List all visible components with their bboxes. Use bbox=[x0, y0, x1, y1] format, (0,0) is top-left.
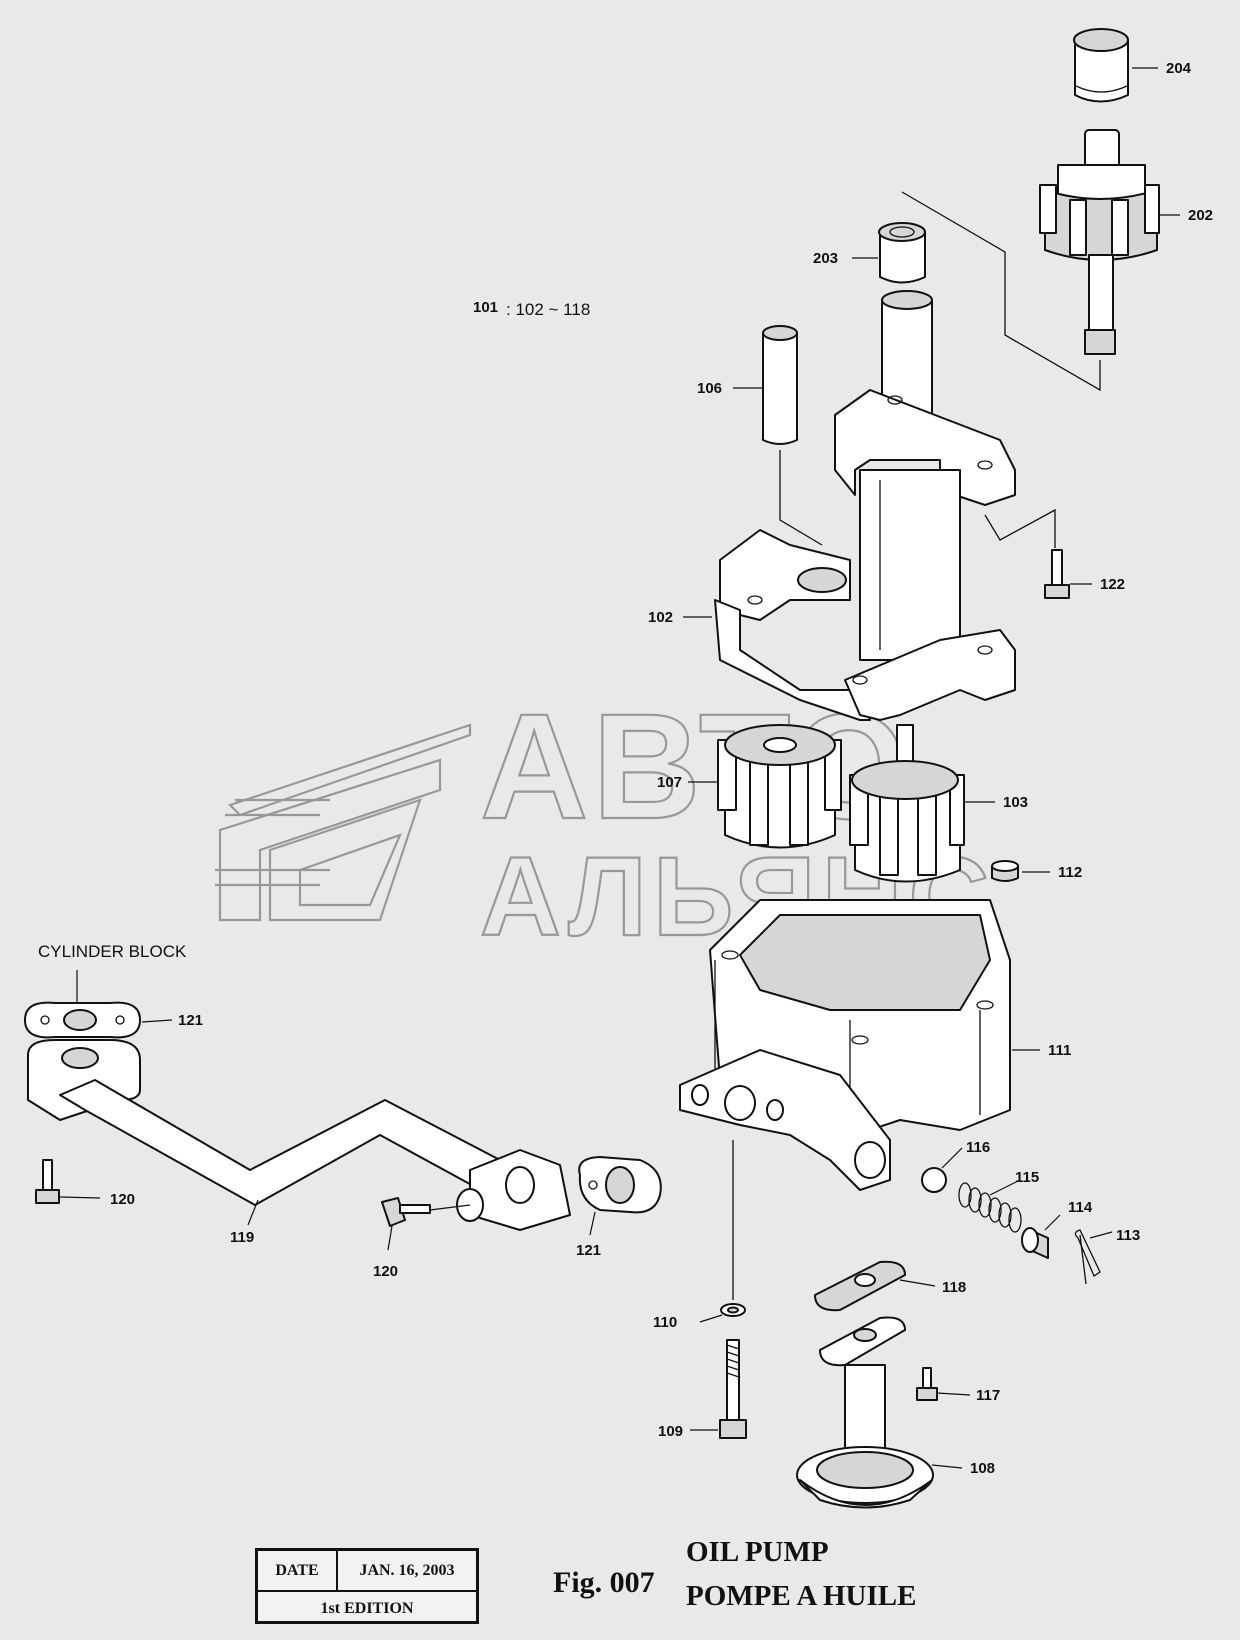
callout-119: 119 bbox=[230, 1229, 254, 1246]
external-label-cylinder-block: CYLINDER BLOCK bbox=[38, 942, 187, 961]
part-119-oil-pipe bbox=[27, 1039, 571, 1231]
callout-103: 103 bbox=[1003, 794, 1028, 811]
assembly-note-range: : 102 ~ 118 bbox=[506, 300, 590, 319]
part-204-sleeve bbox=[1073, 28, 1129, 103]
part-122-bolt bbox=[1044, 549, 1070, 599]
part-203-bushing bbox=[878, 222, 926, 284]
callout-118: 118 bbox=[942, 1279, 966, 1296]
callout-122: 122 bbox=[1100, 576, 1125, 593]
callout-111: 111 bbox=[1048, 1042, 1071, 1059]
part-103-drive-gear bbox=[849, 724, 965, 883]
assembly-note-part: 101 bbox=[473, 299, 498, 316]
callout-116: 116 bbox=[966, 1139, 990, 1156]
callout-108: 108 bbox=[970, 1460, 995, 1477]
figure-number: Fig. 007 bbox=[553, 1566, 655, 1599]
part-116-ball bbox=[921, 1167, 947, 1193]
date-value: JAN. 16, 2003 bbox=[359, 1561, 455, 1579]
title-block: DATE JAN. 16, 2003 1st EDITION bbox=[255, 1548, 479, 1624]
part-112-plug bbox=[991, 860, 1019, 882]
part-120-bolt-upper bbox=[35, 1159, 60, 1204]
part-117-bolt bbox=[916, 1367, 938, 1401]
part-108-strainer bbox=[796, 1316, 934, 1509]
part-202-drive-gear bbox=[1039, 129, 1160, 355]
callout-120-b: 120 bbox=[373, 1263, 398, 1280]
callout-121-b: 121 bbox=[576, 1242, 601, 1259]
part-120-bolt-lower bbox=[381, 1197, 431, 1227]
callout-117: 117 bbox=[976, 1387, 1000, 1404]
part-118-gasket bbox=[814, 1260, 906, 1312]
part-106-pin bbox=[762, 325, 798, 445]
callout-102: 102 bbox=[648, 609, 673, 626]
part-111-pump-body bbox=[679, 899, 1011, 1191]
part-121-gasket-upper bbox=[24, 1001, 141, 1039]
callout-115: 115 bbox=[1015, 1169, 1039, 1186]
part-114-cap bbox=[1021, 1227, 1049, 1259]
callout-203: 203 bbox=[813, 250, 838, 267]
part-pump-shaft-housing bbox=[714, 290, 1016, 721]
part-110-washer bbox=[720, 1303, 746, 1317]
watermark-emblem bbox=[215, 723, 472, 922]
callout-113: 113 bbox=[1116, 1227, 1140, 1244]
edition-label: 1st EDITION bbox=[320, 1599, 414, 1617]
callout-120-a: 120 bbox=[110, 1191, 135, 1208]
part-115-spring bbox=[958, 1182, 1022, 1233]
callout-110: 110 bbox=[653, 1314, 677, 1331]
callout-121-a: 121 bbox=[178, 1012, 203, 1029]
date-label: DATE bbox=[275, 1561, 319, 1579]
callout-109: 109 bbox=[658, 1423, 683, 1440]
callout-106: 106 bbox=[697, 380, 722, 397]
part-109-bolt bbox=[719, 1339, 747, 1439]
callout-202: 202 bbox=[1188, 207, 1213, 224]
part-113-split-pin bbox=[1074, 1229, 1101, 1285]
callout-204: 204 bbox=[1166, 60, 1192, 77]
callout-112: 112 bbox=[1058, 864, 1082, 881]
part-107-idler-gear bbox=[717, 724, 842, 849]
figure-title-fr: POMPE A HUILE bbox=[686, 1580, 917, 1612]
callout-107: 107 bbox=[657, 774, 682, 791]
callout-114: 114 bbox=[1068, 1199, 1093, 1216]
part-121-gasket-lower bbox=[578, 1156, 662, 1214]
figure-title-en: OIL PUMP bbox=[686, 1536, 829, 1568]
